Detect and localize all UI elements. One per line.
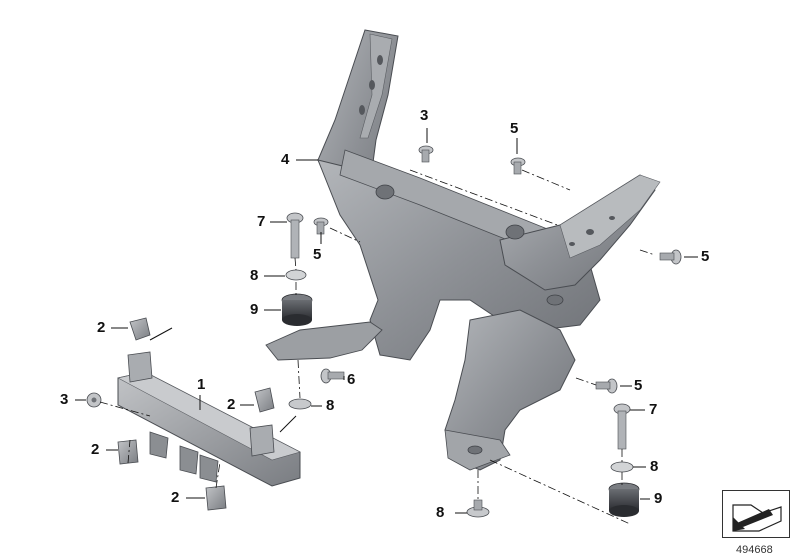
callout-9: 9 xyxy=(654,490,663,507)
rubber-mounts xyxy=(281,293,640,517)
small-bracket xyxy=(117,351,301,487)
callout-5: 5 xyxy=(510,120,519,137)
callout-4: 4 xyxy=(281,151,290,168)
catalog-number: 494668 xyxy=(736,544,773,556)
callout-3: 3 xyxy=(60,391,69,408)
callout-2: 2 xyxy=(227,396,236,413)
screws xyxy=(86,145,682,450)
assembly-lines xyxy=(99,169,656,525)
callout-7: 7 xyxy=(257,213,266,230)
callout-9: 9 xyxy=(250,301,259,318)
callout-2: 2 xyxy=(97,319,106,336)
callout-8: 8 xyxy=(326,397,335,414)
clip-parts xyxy=(117,317,275,511)
callout-8: 8 xyxy=(250,267,259,284)
callout-3: 3 xyxy=(420,107,429,124)
callout-5: 5 xyxy=(313,246,322,263)
navigation-button[interactable] xyxy=(722,490,790,538)
callout-8: 8 xyxy=(650,458,659,475)
callout-2: 2 xyxy=(171,489,180,506)
arrow-down-left-icon xyxy=(732,504,782,532)
callout-6: 6 xyxy=(347,371,356,388)
callout-1: 1 xyxy=(197,376,206,393)
callout-7: 7 xyxy=(649,401,658,418)
callout-2: 2 xyxy=(91,441,100,458)
callout-5: 5 xyxy=(701,248,710,265)
callout-5: 5 xyxy=(634,377,643,394)
callout-8: 8 xyxy=(436,504,445,521)
leader-lines xyxy=(75,128,698,514)
main-bracket xyxy=(265,29,661,471)
